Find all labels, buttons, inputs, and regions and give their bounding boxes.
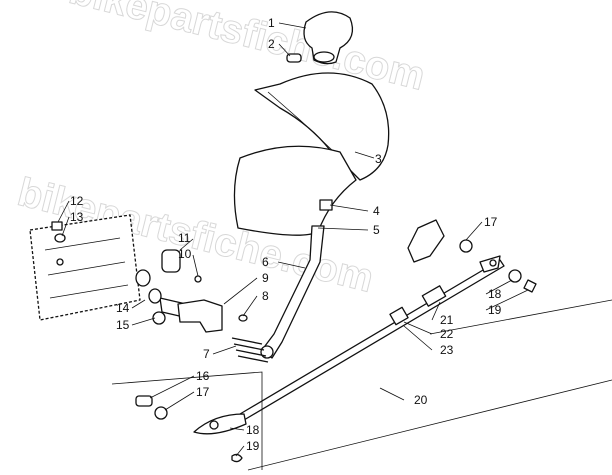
bracket-bolt [51, 221, 66, 243]
group-brackets [111, 299, 612, 471]
right-clips [231, 269, 537, 463]
ball-joint [135, 395, 168, 420]
upper-cover [254, 72, 390, 181]
shift-arm [407, 219, 473, 263]
shift-knob [303, 11, 354, 65]
lower-cover [233, 145, 357, 236]
callout-4: 4 [373, 204, 380, 218]
callout-19-upper: 19 [488, 303, 502, 317]
callout-7: 7 [203, 347, 210, 361]
callout-8: 8 [262, 289, 269, 303]
callout-16: 16 [196, 369, 210, 383]
callout-6: 6 [262, 255, 269, 269]
callout-18-upper: 18 [488, 287, 502, 301]
callout-11: 11 [178, 231, 191, 245]
callout-23: 23 [440, 343, 454, 357]
callout-3: 3 [375, 152, 382, 166]
callout-15: 15 [116, 318, 130, 332]
callout-18-lower: 18 [246, 423, 260, 437]
callout-17-upper: 17 [484, 215, 498, 229]
callout-10: 10 [178, 247, 192, 261]
leader-lines [57, 22, 529, 457]
callout-5: 5 [373, 223, 380, 237]
callout-21: 21 [440, 313, 454, 327]
callout-17-lower: 17 [196, 385, 210, 399]
callout-13: 13 [70, 210, 84, 224]
callout-19-lower: 19 [246, 439, 260, 453]
callout-20: 20 [414, 393, 428, 407]
watermark-text: bikepartsfiche.com [65, 0, 429, 99]
knob-pin [286, 53, 302, 63]
pivot-shaft [159, 297, 248, 333]
spring [231, 337, 269, 363]
callout-12: 12 [70, 194, 84, 208]
callout-2: 2 [268, 37, 275, 51]
callout-1: 1 [268, 16, 275, 30]
callout-14: 14 [116, 301, 130, 315]
callout-9: 9 [262, 271, 269, 285]
callout-22: 22 [440, 327, 454, 341]
